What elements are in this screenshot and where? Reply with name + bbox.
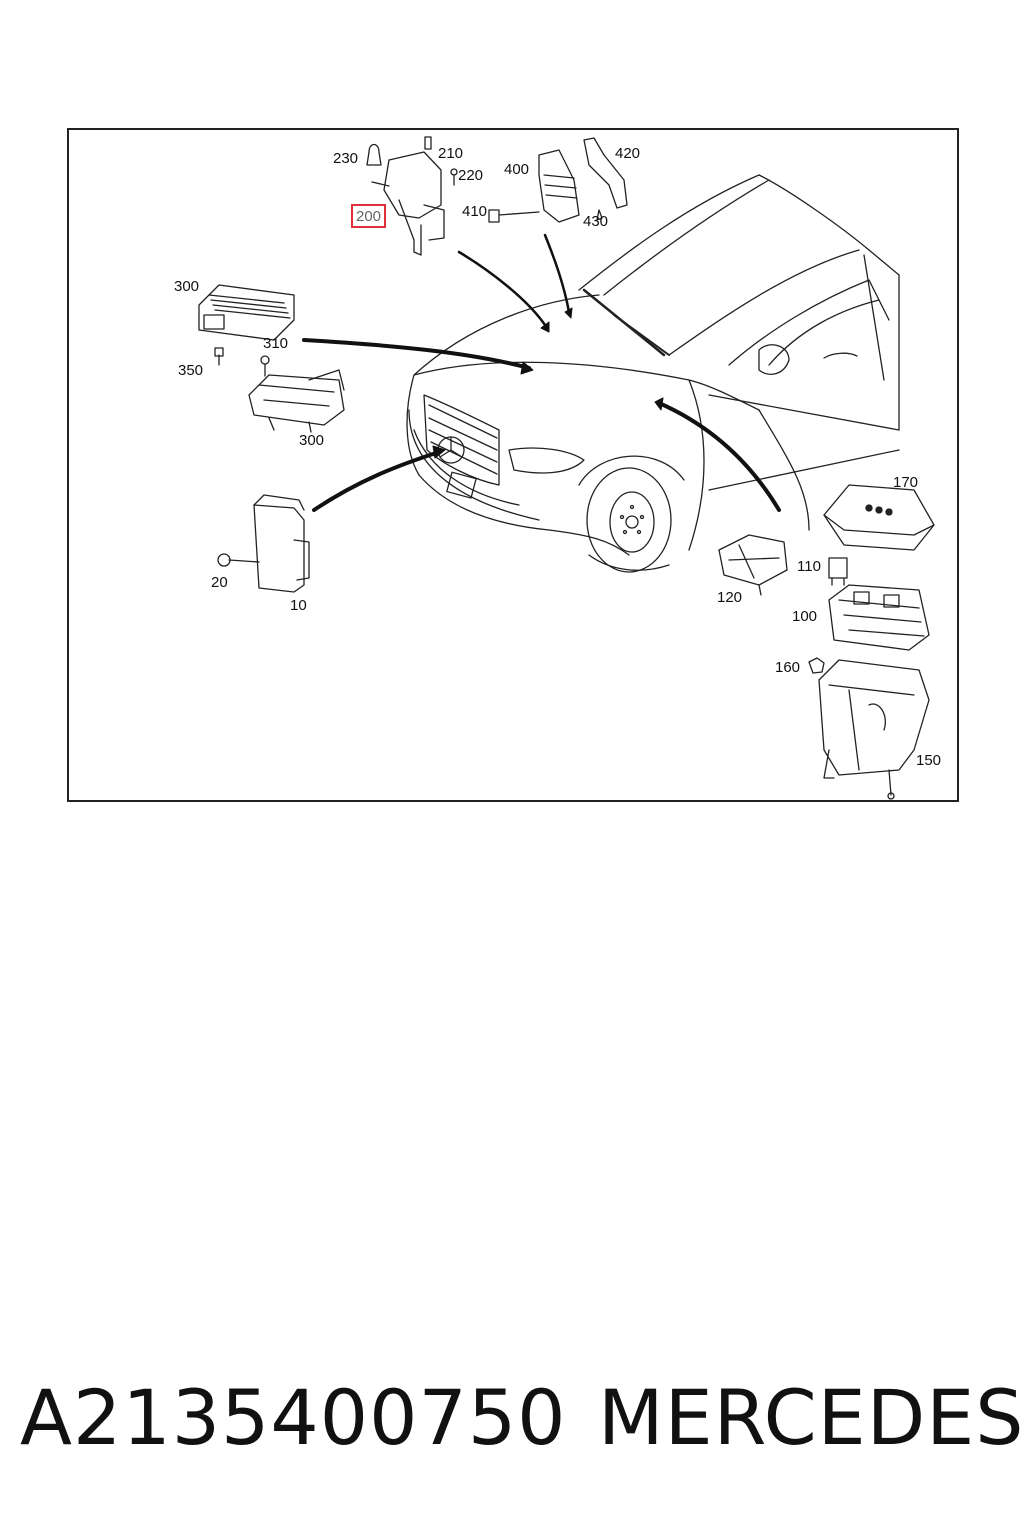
parts-diagram: 230 210 220 200 400 420 410 430 300 310 … — [67, 128, 959, 802]
callout-420[interactable]: 420 — [615, 145, 641, 162]
part-100-fuse-block — [828, 584, 930, 651]
callout-300-lower[interactable]: 300 — [299, 432, 325, 449]
part-300-ecu-lower — [248, 369, 345, 433]
part-170-cover — [823, 484, 935, 551]
callout-400[interactable]: 400 — [504, 161, 530, 178]
part-number: A2135400750 — [20, 1373, 567, 1462]
part-310-screw — [260, 355, 270, 377]
callout-20[interactable]: 20 — [211, 574, 228, 591]
callout-300-upper[interactable]: 300 — [174, 278, 200, 295]
part-110-relay — [828, 557, 848, 586]
callout-10[interactable]: 10 — [290, 597, 307, 614]
callout-220[interactable]: 220 — [458, 167, 484, 184]
callout-430[interactable]: 430 — [583, 213, 609, 230]
part-400-control-module — [488, 149, 580, 223]
pointer-arrows — [302, 233, 781, 512]
callout-160[interactable]: 160 — [775, 659, 801, 676]
diagram-drawing — [198, 136, 935, 800]
callout-200-highlighted[interactable]: 200 — [351, 204, 387, 228]
part-150-housing — [818, 659, 930, 800]
part-420-bracket — [583, 137, 628, 221]
car-illustration — [406, 174, 900, 573]
callout-100[interactable]: 100 — [792, 608, 818, 625]
brand-name: MERCEDES — [598, 1373, 1024, 1462]
part-300-ecu-upper — [198, 284, 295, 366]
callout-120[interactable]: 120 — [717, 589, 743, 606]
part-10-module — [217, 494, 310, 593]
callout-210[interactable]: 210 — [438, 145, 464, 162]
part-160-nut — [808, 657, 825, 674]
callout-410[interactable]: 410 — [462, 203, 488, 220]
part-200-fuse-bracket — [366, 136, 458, 256]
footer-caption: A2135400750 MERCEDES — [0, 1370, 1024, 1470]
callout-110[interactable]: 110 — [797, 558, 821, 575]
callout-350[interactable]: 350 — [178, 362, 204, 379]
callout-230[interactable]: 230 — [333, 150, 359, 167]
part-120-relay-holder — [718, 534, 788, 596]
callout-310[interactable]: 310 — [263, 335, 289, 352]
callout-170[interactable]: 170 — [893, 474, 919, 491]
callout-150[interactable]: 150 — [916, 752, 942, 769]
